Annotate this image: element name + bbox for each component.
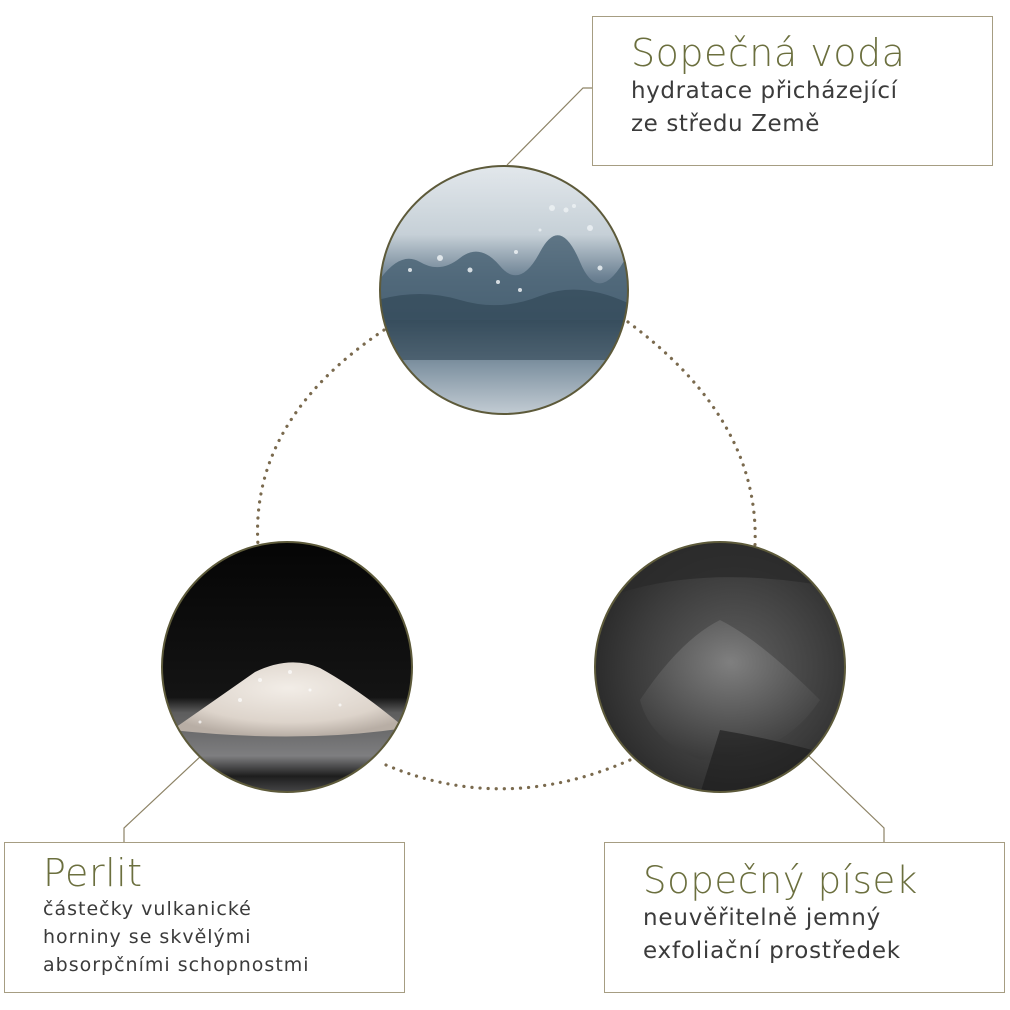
callout-title: Sopečný písek — [643, 859, 918, 902]
callout-text-line: absorpčními schopnostmi — [43, 953, 310, 976]
callout-title: Perlit — [43, 851, 143, 895]
callout-perlite: Perlit částečky vulkanické horniny se sk… — [4, 842, 405, 993]
callout-text-line: horniny se skvělými — [43, 925, 252, 948]
callout-text-line: ze středu Země — [631, 110, 820, 137]
callout-sand: Sopečný písek neuvěřitelně jemný exfolia… — [604, 842, 1005, 993]
callout-text-line: hydratace přicházející — [631, 77, 898, 104]
callout-text-line: částečky vulkanické — [43, 897, 252, 920]
callout-text-line: neuvěřitelně jemný — [643, 904, 882, 931]
dotted-connector — [255, 320, 757, 791]
callout-text-line: exfoliační prostředek — [643, 937, 901, 964]
white-perlite-pile-photo — [161, 541, 413, 793]
callout-water: Sopečná voda hydratace přicházející ze s… — [592, 16, 993, 166]
callout-title: Sopečná voda — [631, 31, 906, 75]
black-volcanic-sand-photo — [594, 541, 846, 793]
water-splash-photo — [379, 165, 629, 415]
leader-lines — [123, 87, 885, 843]
